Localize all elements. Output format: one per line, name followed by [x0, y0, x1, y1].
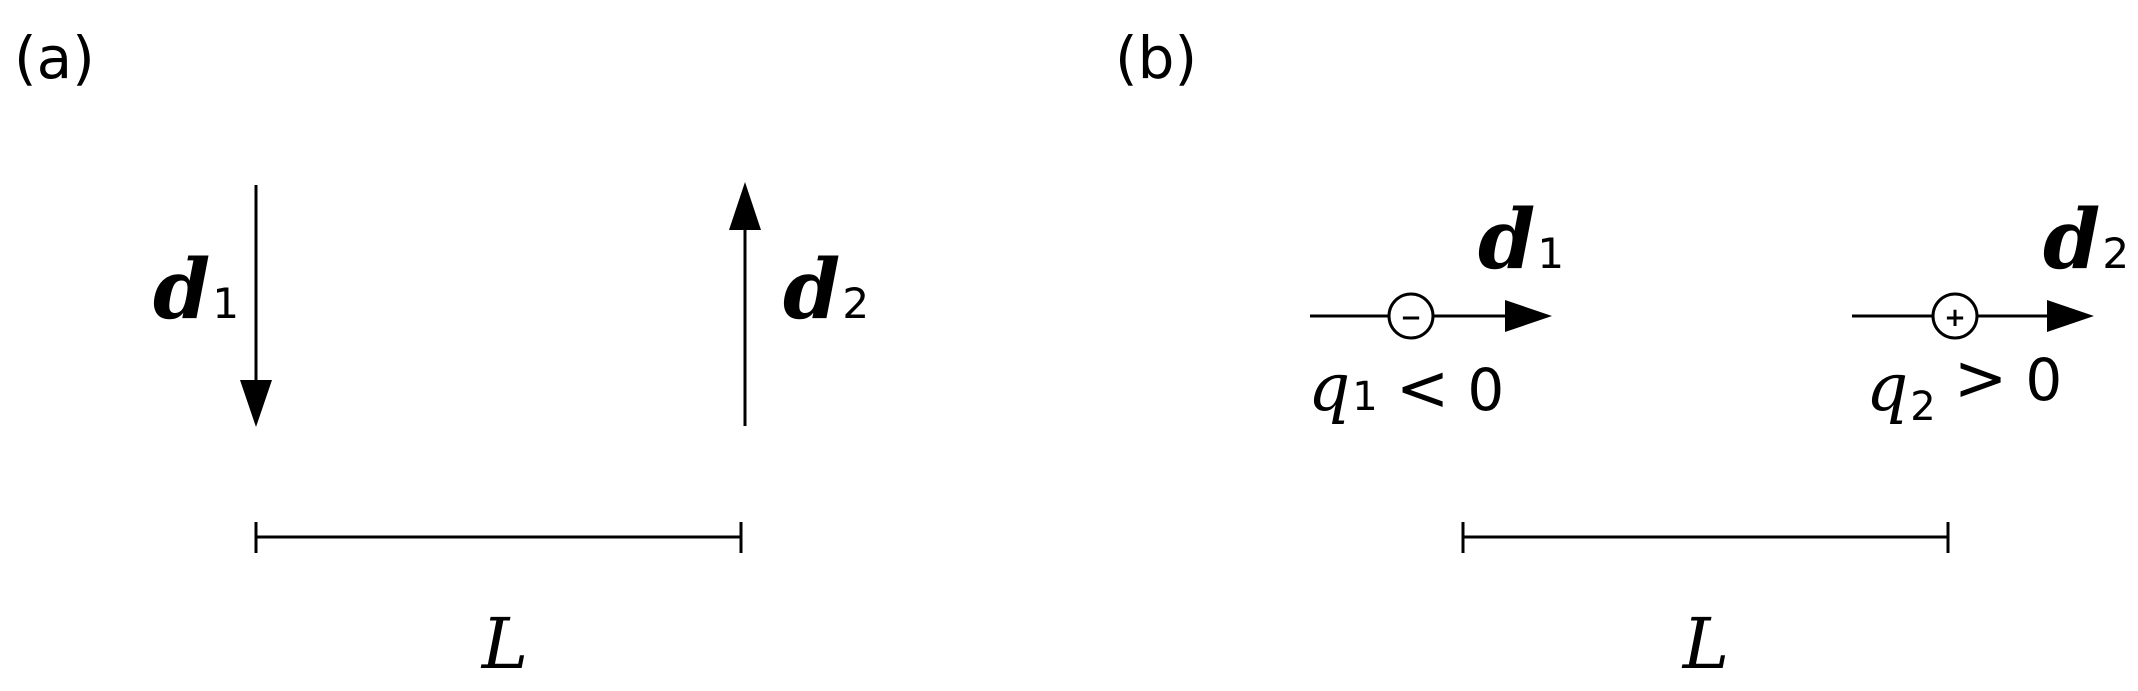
panel-a-distance-bar	[254, 522, 743, 553]
panel-b-charge1-relation: <	[1396, 352, 1450, 426]
panel-a: (a) d1 d2 L	[14, 24, 869, 685]
panel-b-label: (b)	[1115, 24, 1197, 92]
panel-b-charge2-symbol: q	[1866, 349, 1908, 426]
panel-a-dipole2-arrow	[729, 182, 761, 426]
panel-b-charge1-circle	[1387, 292, 1435, 340]
panel-b-dipole2-arrowhead	[2047, 300, 2094, 332]
panel-a-distance-label: L	[480, 603, 528, 685]
panel-a-dipole1-symbol: d	[153, 242, 210, 338]
panel-a-dipole2-label: d2	[783, 242, 869, 338]
panel-b-charge1-symbol: q	[1308, 349, 1350, 426]
panel-b-dipole2-symbol: d	[2043, 192, 2100, 288]
panel-a-dipole2-subscript: 2	[842, 279, 869, 328]
panel-a-dipole1-arrowhead	[240, 380, 272, 427]
panel-b-dipole1-arrowhead	[1505, 300, 1552, 332]
panel-b-charge2-value: 0	[2025, 346, 2062, 414]
panel-b-dipole2-subscript: 2	[2102, 229, 2129, 278]
panel-b-charge1-label: q1 <0	[1308, 349, 1504, 426]
panel-b-charge1-value: 0	[1467, 356, 1504, 424]
panel-b-charge2-sign: +	[1944, 303, 1966, 333]
panel-b-charge1-sign: −	[1400, 303, 1422, 333]
panel-b-distance-bar	[1461, 522, 1950, 553]
panel-b-charge2-circle	[1931, 292, 1979, 340]
panel-b-dipole2-label: d2	[2043, 192, 2129, 288]
panel-b-dipole1-subscript: 1	[1537, 229, 1564, 278]
panel-b-dipole2-arrow: +	[1852, 292, 2094, 340]
panel-b-charge2-label: q2 >0	[1866, 342, 2062, 430]
panel-b-charge1-subscript: 1	[1352, 374, 1377, 420]
panel-b-dipole1-arrow: −	[1310, 292, 1552, 340]
panel-b-charge2-subscript: 2	[1910, 384, 1935, 430]
panel-a-dipole2-symbol: d	[783, 242, 840, 338]
panel-a-dipole1-arrow	[240, 185, 272, 427]
panel-a-dipole1-label: d1	[153, 242, 239, 338]
panel-b-dipole1-label: d1	[1478, 192, 1564, 288]
panel-b-distance-label: L	[1681, 603, 1729, 685]
panel-a-dipole2-arrowhead	[729, 182, 761, 230]
panel-a-dipole1-subscript: 1	[212, 279, 239, 328]
panel-b: (b) − d1 q1<0 + d2	[1115, 24, 2129, 685]
panel-b-dipole1-symbol: d	[1478, 192, 1535, 288]
panel-b-charge2-relation: >	[1954, 342, 2008, 416]
panel-a-label: (a)	[14, 24, 95, 92]
